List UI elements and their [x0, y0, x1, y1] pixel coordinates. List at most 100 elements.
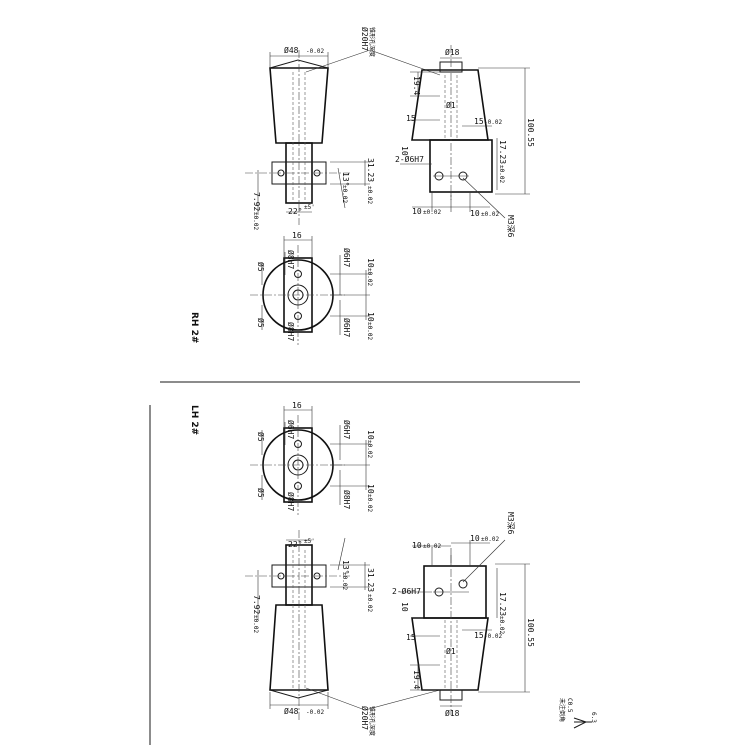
- rh-label: RH 2#: [189, 312, 199, 343]
- svg-text:±5': ±5': [304, 538, 315, 545]
- lh-bottom-dim-d6h7b: Ø6H7: [342, 420, 352, 439]
- rh-front-top-edge: [269, 59, 329, 69]
- rh-bottom-dim-d8h7b: Ø8H7: [286, 322, 296, 341]
- svg-text:-0.02: -0.02: [484, 633, 502, 640]
- lh-front-dim-d13: 13°: [341, 560, 350, 574]
- rh-side-dim-d10055: 100.55: [526, 118, 535, 147]
- rh-bottom-dim-d6h7b: Ø6H7: [342, 318, 352, 337]
- lh-side-dim-d10b: 10: [470, 534, 480, 543]
- lh-side-taper-body: [411, 617, 489, 691]
- lh-bottom-dim-d10a: 10: [366, 430, 375, 440]
- svg-text:±0.02: ±0.02: [366, 268, 373, 286]
- rh-front-taper-body: [269, 67, 329, 144]
- rh-side-dim-dia18: Ø18: [445, 47, 460, 57]
- rh-side-leader-m3: [462, 177, 506, 219]
- svg-text:±0.02: ±0.02: [481, 536, 499, 543]
- lh-bottom-dim-d5b: Ø5: [256, 488, 266, 498]
- svg-text:±0.02: ±0.02: [366, 186, 373, 204]
- svg-text:±0.02: ±0.02: [341, 185, 348, 203]
- lh-side-dim-d10a: 10: [412, 541, 422, 550]
- rh-front-view: Ø48 -0.02 Ø20H7 锥形孔深度 31.23 ±0.02 13° ±0…: [245, 27, 441, 230]
- rh-bottom-dim-d5b: Ø5: [256, 318, 266, 328]
- svg-text:±0.02: ±0.02: [481, 211, 499, 218]
- svg-text:±0.02: ±0.02: [366, 594, 373, 612]
- lh-front-dim-d792: 7.92: [252, 595, 261, 614]
- lh-front-dim-d31: 31.23: [366, 568, 375, 592]
- svg-text:-0.02: -0.02: [306, 709, 324, 716]
- rh-side-dim-d194: 19.4: [412, 76, 421, 95]
- lh-side-dim-d1: Ø1: [446, 646, 456, 656]
- rh-side-dim-hole: 2-Ø6H7: [395, 154, 424, 164]
- rh-side-dim-d15b: 15: [474, 117, 484, 126]
- svg-text:±0.02: ±0.02: [366, 322, 373, 340]
- rh-front-dim-d792: 7.92: [252, 192, 261, 211]
- rh-bottom-dim-d10b: 10: [366, 312, 375, 322]
- rh-front-dim-a22: 22°: [288, 207, 302, 216]
- rh-side-dim-d1723: 17.23: [498, 140, 507, 164]
- lh-front-view: 22° ±5' 31.23 ±0.02 13° ±0.02 7.92 ±0.02…: [245, 530, 441, 736]
- svg-text:锥形孔深度: 锥形孔深度: [368, 706, 376, 736]
- lh-bottom-dim-d6h7a: Ø6H7: [286, 420, 296, 439]
- svg-text:±0.02: ±0.02: [366, 440, 373, 458]
- lh-side-dim-d15b: 15: [474, 631, 484, 640]
- lh-side-hole-2: [458, 579, 468, 589]
- svg-text:±0.02: ±0.02: [252, 212, 259, 230]
- rh-front-leader-top: [305, 49, 371, 73]
- rh-bottom-view: 16 Ø8H7 Ø8H7 Ø5 Ø5 Ø6H7 Ø6H7 10 ±0.02 10…: [250, 231, 375, 345]
- svg-text:±0.02: ±0.02: [252, 615, 259, 633]
- lh-view-group: LH 2# 16 Ø6H7 Ø8H7 Ø5 Ø5 Ø6H7 Ø8H7: [189, 401, 535, 736]
- svg-text:-0.02: -0.02: [484, 119, 502, 126]
- lh-bottom-dim-d8h7b: Ø8H7: [342, 490, 352, 509]
- lh-side-dim-hole: 2-Ø6H7: [392, 586, 421, 596]
- svg-text:±5': ±5': [304, 204, 315, 211]
- lh-bottom-dim-d8h7a: Ø8H7: [286, 492, 296, 511]
- rh-side-dim-d10: 10: [400, 146, 409, 156]
- svg-text:±0.02: ±0.02: [423, 209, 441, 216]
- lh-side-dim-m3: M3深6: [506, 512, 515, 535]
- lh-side-dim-d10: 10: [400, 602, 409, 612]
- rh-side-dim-d1: Ø1: [446, 100, 456, 110]
- rh-front-dim-d13: 13°: [341, 172, 350, 186]
- lh-side-dim-dia18: Ø18: [445, 708, 460, 718]
- lh-bottom-dim-d10b: 10: [366, 484, 375, 494]
- rh-front-dim-dia48: Ø48: [284, 45, 299, 55]
- rh-side-dim-d10b: 10: [470, 209, 480, 218]
- lh-front-dim-a22: 22°: [288, 540, 302, 549]
- rh-bottom-dim-d16: 16: [292, 231, 302, 240]
- lh-side-leader-m3: [462, 539, 506, 583]
- general-note: 未注倒角 C0.5 6.3: [558, 698, 597, 729]
- rh-bottom-dim-d6h7a: Ø6H7: [342, 248, 352, 267]
- lh-side-view: 10 ±0.02 10 ±0.02 M3深6 2-Ø6H7 17.23 ±0.0…: [392, 512, 535, 718]
- svg-text:-0.02: -0.02: [306, 48, 324, 55]
- lh-front-dim-d20: Ø20H7: [360, 706, 370, 730]
- roughness-symbol-icon: [573, 717, 592, 729]
- lh-bottom-dim-d16: 16: [292, 401, 302, 410]
- lh-front-dim-dia48: Ø48: [284, 706, 299, 716]
- rh-bottom-dim-d8h7a: Ø8H7: [286, 250, 296, 269]
- note-rough: 6.3: [590, 712, 597, 723]
- rh-side-dim-d15a: 15: [406, 114, 416, 123]
- svg-text:±0.02: ±0.02: [423, 543, 441, 550]
- rh-front-dim-d31: 31.23: [366, 158, 375, 182]
- rh-view-group: RH 2# Ø48 -0.02 Ø20H7 锥形孔深度: [189, 27, 535, 345]
- note-line1: 未注倒角: [558, 698, 566, 722]
- lh-side-dim-d194: 19.4: [412, 670, 421, 689]
- rh-bottom-dim-d10a: 10: [366, 258, 375, 268]
- svg-text:±0.02: ±0.02: [498, 165, 505, 183]
- lh-bottom-view: 16 Ø6H7 Ø8H7 Ø5 Ø5 Ø6H7 Ø8H7 10 ±0.02 10…: [250, 401, 375, 515]
- rh-side-view: Ø18 19.4 Ø1 15 15 -0.02 10 17.23 ±0.02 1…: [395, 45, 535, 238]
- lh-side-dim-d10055: 100.55: [526, 618, 535, 647]
- rh-front-dim-d20: Ø20H7: [360, 27, 370, 51]
- svg-text:±0.02: ±0.02: [366, 494, 373, 512]
- lh-label: LH 2#: [189, 405, 199, 435]
- lh-side-dim-d15a: 15: [406, 633, 416, 642]
- lh-bottom-dim-d5a: Ø5: [256, 432, 266, 442]
- svg-text:±0.02: ±0.02: [498, 616, 505, 634]
- rh-side-dim-d10a: 10: [412, 207, 422, 216]
- rh-side-block: [429, 139, 493, 193]
- note-line2: C0.5: [566, 698, 573, 713]
- rh-bottom-dim-d5a: Ø5: [256, 262, 266, 272]
- svg-text:±0.02: ±0.02: [341, 572, 348, 590]
